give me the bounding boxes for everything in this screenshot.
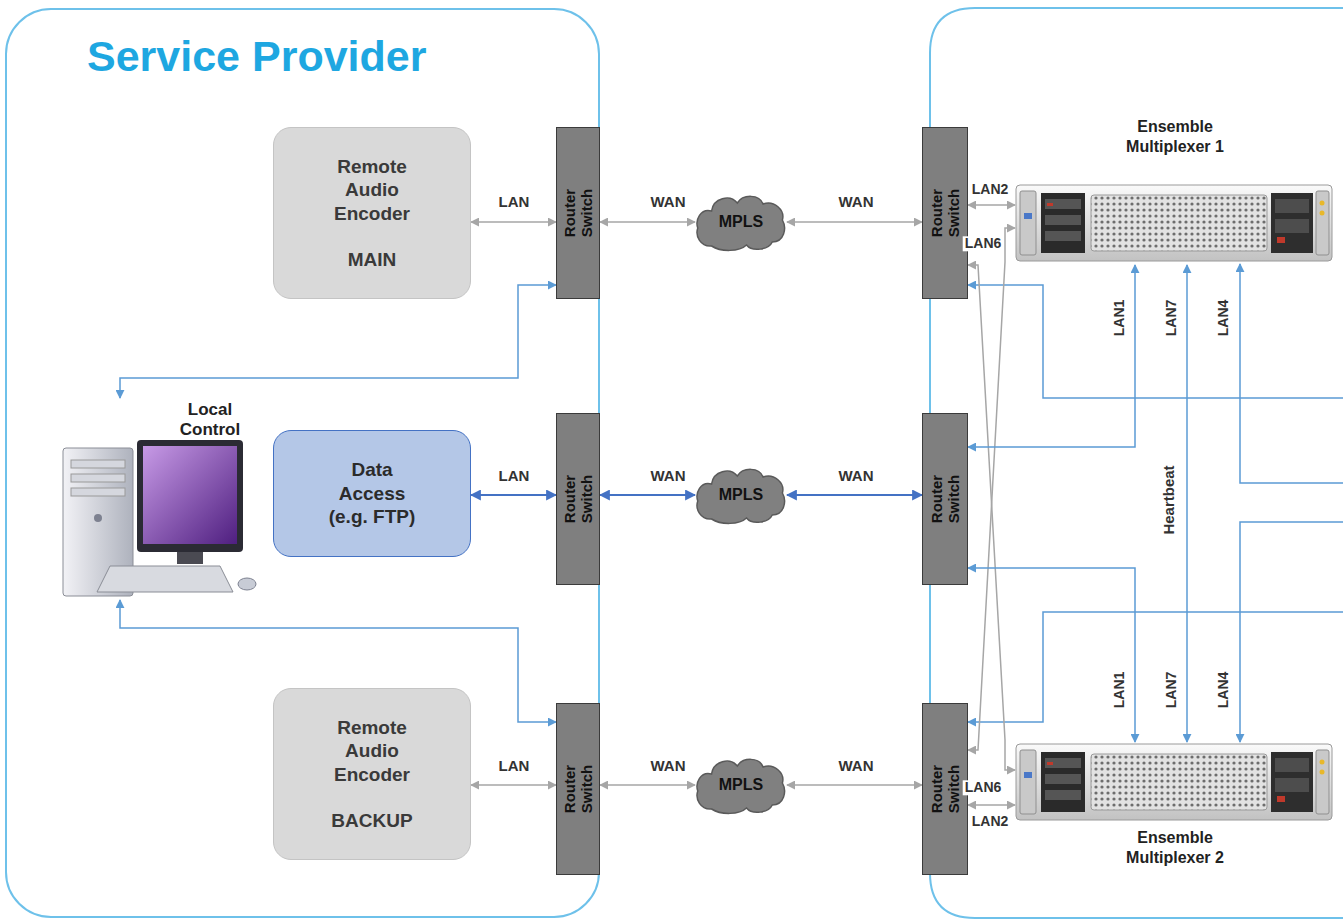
connector bbox=[968, 265, 1015, 770]
connector bbox=[600, 784, 695, 786]
multiplexer-heading: Ensemble Multiplexer 1 bbox=[1105, 117, 1245, 157]
port-label: LAN4 bbox=[1216, 670, 1231, 711]
router-label: Router Switch bbox=[928, 744, 963, 834]
connector bbox=[968, 568, 1135, 742]
port-label: LAN7 bbox=[1164, 670, 1179, 711]
router-label: Router Switch bbox=[561, 744, 596, 834]
connector bbox=[787, 784, 922, 786]
box-heading: Remote Audio Encoder bbox=[313, 155, 431, 226]
connector bbox=[471, 494, 556, 496]
edge-label: WAN bbox=[837, 194, 876, 211]
control-pc: Local Control bbox=[55, 398, 265, 600]
feed-line bbox=[968, 285, 1343, 398]
server-image bbox=[1015, 183, 1335, 263]
box-heading: Remote Audio Encoder bbox=[313, 716, 431, 787]
router-switch: Router Switch bbox=[556, 703, 600, 875]
connector bbox=[600, 221, 695, 223]
edge-label: WAN bbox=[649, 468, 688, 485]
edge-label: LAN bbox=[497, 758, 532, 775]
multiplexer-heading: Ensemble Multiplexer 2 bbox=[1105, 828, 1245, 868]
edge-label: LAN6 bbox=[963, 236, 1004, 251]
router-switch: Router Switch bbox=[922, 413, 968, 585]
edge-label: WAN bbox=[837, 468, 876, 485]
connector bbox=[1186, 265, 1188, 742]
router-label: Router Switch bbox=[928, 168, 963, 258]
connector bbox=[120, 285, 556, 398]
edge-label: WAN bbox=[649, 194, 688, 211]
cloud-label: MPLS bbox=[695, 213, 787, 231]
connector bbox=[787, 221, 922, 223]
router-label: Router Switch bbox=[561, 168, 596, 258]
provider-region: Service ProviderRemote Audio EncoderMAIN… bbox=[5, 8, 600, 918]
edge-label: LAN2 bbox=[970, 182, 1011, 197]
connector bbox=[968, 228, 1015, 750]
region-title: Service Provider bbox=[87, 32, 426, 81]
connector bbox=[968, 265, 1135, 447]
lan4-line bbox=[1240, 522, 1343, 742]
edge-label: LAN bbox=[497, 194, 532, 211]
router-label: Router Switch bbox=[561, 454, 596, 544]
router-switch: Router Switch bbox=[556, 127, 600, 299]
encoder-box: Remote Audio EncoderMAIN bbox=[273, 127, 471, 299]
edge-label: LAN1 bbox=[1112, 298, 1127, 339]
edge-label: Heartbeat bbox=[1161, 463, 1178, 536]
router-switch: Router Switch bbox=[556, 413, 600, 585]
connector bbox=[968, 204, 1015, 206]
connector bbox=[471, 221, 556, 223]
feed-line bbox=[968, 612, 1343, 722]
connector bbox=[968, 804, 1015, 806]
cloud-label: MPLS bbox=[695, 486, 787, 504]
edge-label: LAN1 bbox=[1112, 670, 1127, 711]
port-label: LAN4 bbox=[1216, 298, 1231, 339]
port-label: LAN7 bbox=[1164, 298, 1179, 339]
edge-label: LAN bbox=[497, 468, 532, 485]
lan4-line bbox=[1240, 264, 1343, 483]
mpls-cloud: MPLS bbox=[695, 465, 787, 525]
encoder-box: Remote Audio EncoderBACKUP bbox=[273, 688, 471, 860]
multiplexer: Ensemble Multiplexer 1 bbox=[1015, 115, 1335, 265]
router-switch: Router Switch bbox=[922, 127, 968, 299]
server-image bbox=[1015, 742, 1335, 822]
multiplexer: Ensemble Multiplexer 2 bbox=[1015, 742, 1335, 877]
router-label: Router Switch bbox=[928, 454, 963, 544]
edge-label: LAN6 bbox=[963, 780, 1004, 795]
mpls-cloud: MPLS bbox=[695, 192, 787, 252]
mpls-cloud: MPLS bbox=[695, 755, 787, 815]
box-heading: Data Access (e.g. FTP) bbox=[322, 458, 422, 529]
edge-label: LAN2 bbox=[970, 814, 1011, 829]
connector bbox=[787, 494, 922, 496]
pc-label: Local Control bbox=[160, 400, 260, 441]
cloud-label: MPLS bbox=[695, 776, 787, 794]
edge-label: WAN bbox=[649, 758, 688, 775]
box-role: MAIN bbox=[313, 248, 431, 272]
box-role: BACKUP bbox=[313, 809, 431, 833]
router-switch: Router Switch bbox=[922, 703, 968, 875]
edge-label: WAN bbox=[837, 758, 876, 775]
site-region bbox=[930, 8, 1343, 918]
connector bbox=[600, 494, 695, 496]
connector bbox=[471, 784, 556, 786]
data-box: Data Access (e.g. FTP) bbox=[273, 430, 471, 557]
